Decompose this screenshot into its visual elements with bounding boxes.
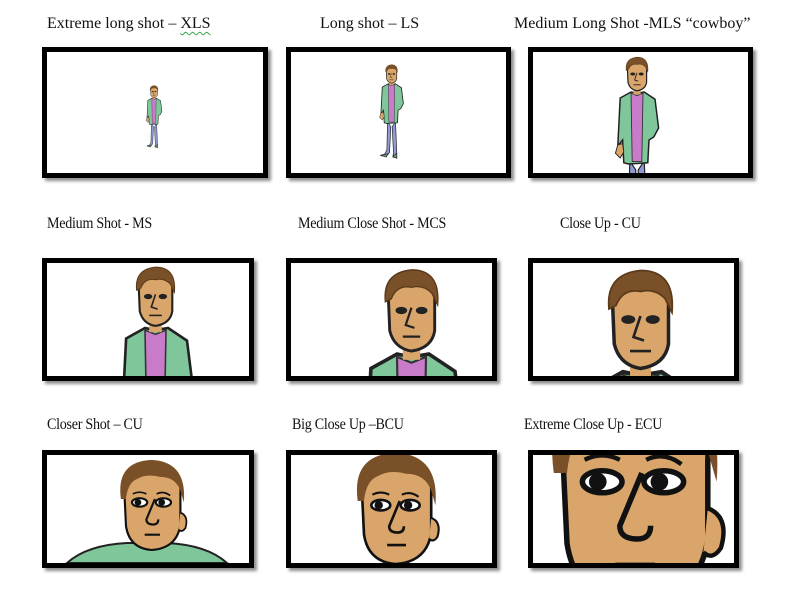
figure-illustration <box>116 265 195 376</box>
frame-medium-close-shot <box>286 258 497 381</box>
shot-label-bcu: Big Close Up –BCU <box>292 416 404 433</box>
figure-illustration <box>65 458 229 563</box>
shot-label-mcs: Medium Close Shot - MCS <box>298 215 447 232</box>
shot-label-xls: Extreme long shot – XLS <box>47 15 211 32</box>
frame-close-up <box>528 258 739 381</box>
frame-medium-long-shot <box>528 47 753 178</box>
shot-label-closer-cu: Closer Shot – CU <box>47 416 143 433</box>
spellcheck-flagged-word: XLS <box>180 15 211 32</box>
figure-illustration <box>357 268 466 376</box>
shot-label-ms: Medium Shot - MS <box>47 215 152 232</box>
figure-illustration <box>355 455 441 563</box>
shot-label-cu: Close Up - CU <box>560 215 641 232</box>
shot-label-ecu: Extreme Close Up - ECU <box>524 416 663 433</box>
frame-medium-shot <box>42 258 254 381</box>
figure-illustration <box>379 64 404 159</box>
frame-closer-shot <box>42 450 254 568</box>
figure-illustration <box>533 263 734 376</box>
shot-label-mls: Medium Long Shot -MLS “cowboy” <box>514 15 751 32</box>
frame-extreme-close-up <box>528 450 739 568</box>
frame-long-shot <box>286 47 511 178</box>
figure-illustration <box>533 455 734 563</box>
shot-label-ls: Long shot – LS <box>320 15 420 32</box>
figure-illustration <box>614 56 660 173</box>
frame-extreme-long-shot <box>42 47 268 178</box>
frame-big-close-up <box>286 450 497 568</box>
figure-illustration <box>145 85 163 149</box>
